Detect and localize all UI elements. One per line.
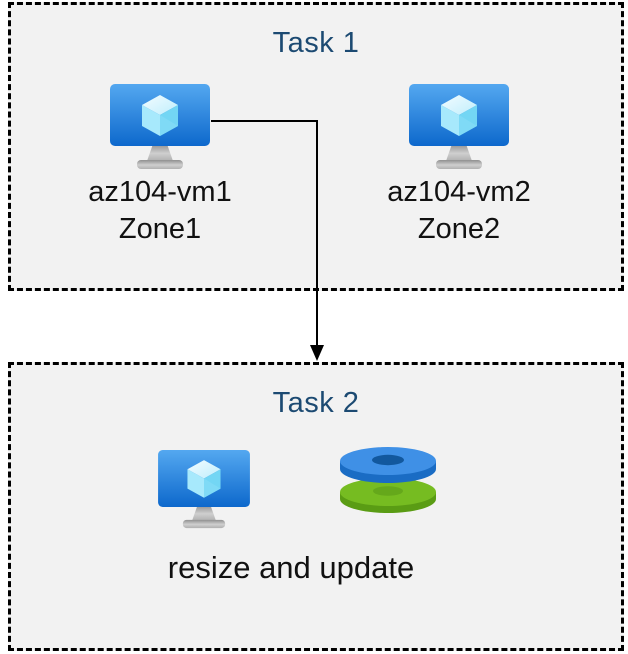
node-az104-vm2: az104-vm2 Zone2 <box>349 84 569 248</box>
virtual-machine-icon <box>158 450 250 529</box>
task2-title: Task 2 <box>272 387 360 419</box>
vm-name: az104-vm1 <box>88 176 232 208</box>
node-az104-vm1: az104-vm1 Zone1 <box>50 84 270 248</box>
task2-box: Task 2 resize and update <box>8 362 624 651</box>
virtual-machine-icon <box>110 84 210 169</box>
vm-zone: Zone1 <box>118 213 202 245</box>
task1-box: Task 1 az104-vm1 Zone1 az104-vm2 <box>8 2 624 291</box>
vm-zone: Zone2 <box>417 213 501 245</box>
task1-title: Task 1 <box>272 27 360 59</box>
node-label: az104-vm1 Zone1 <box>50 174 270 248</box>
node-label: az104-vm2 Zone2 <box>349 174 569 248</box>
vm-name: az104-vm2 <box>387 176 531 208</box>
virtual-machine-icon <box>409 84 509 169</box>
arrowhead-icon <box>310 345 324 361</box>
task2-caption: resize and update <box>167 550 415 585</box>
disks-icon <box>340 447 436 513</box>
